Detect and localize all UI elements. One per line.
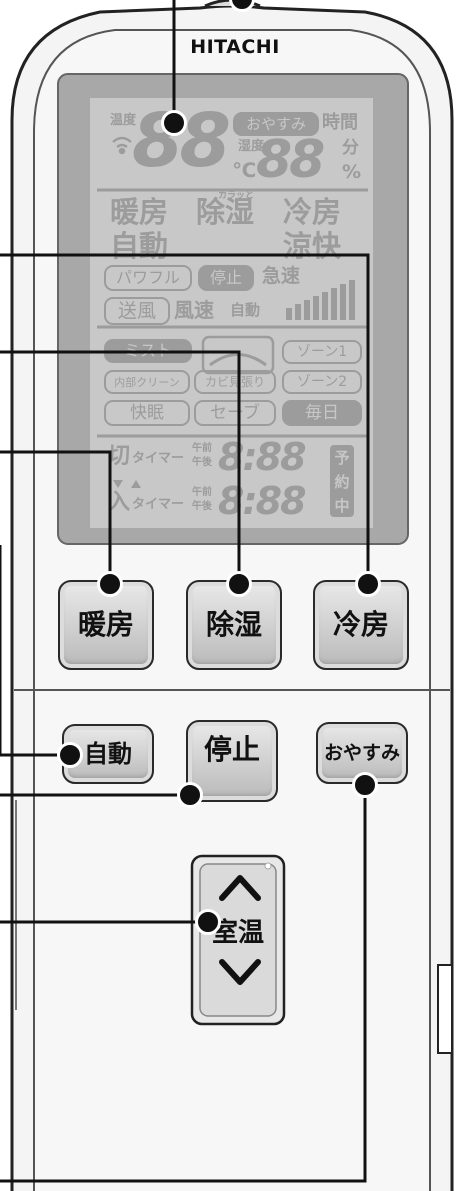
lcd-gogo-1: 午後	[192, 457, 212, 468]
lcd-percent: %	[342, 161, 362, 183]
lcd-fun: 分	[342, 138, 359, 158]
lcd-karatto: カラッと	[218, 191, 255, 201]
callout-dot-stop	[177, 782, 203, 808]
lcd-time-on-digits: 8:88	[218, 479, 307, 523]
lcd-kiri: 切	[108, 444, 131, 469]
lcd-fuusoku: 風速	[174, 298, 214, 322]
lcd-yoyaku-3: 中	[334, 496, 350, 515]
lcd-humidity-digits: 88	[256, 130, 325, 190]
lcd-jidou-small: 自動	[230, 301, 261, 319]
lcd-soufuu: 送風	[104, 297, 170, 325]
lcd-zone1: ゾーン1	[282, 340, 362, 364]
lcd-iri: 入	[108, 490, 131, 515]
lcd-mist: ミスト	[104, 339, 192, 363]
callout-dot-auto	[57, 742, 83, 768]
callout-dot-cool	[355, 571, 381, 597]
lcd-kabi-mihari: カビ見張り	[194, 370, 276, 394]
callout-dot-dehumidify	[226, 571, 252, 597]
callout-dot-heat	[97, 571, 123, 597]
lcd-timer-off: タイマー	[132, 451, 185, 466]
lcd-powerful: パワフル	[104, 265, 192, 291]
lcd-yoyaku-2: 約	[334, 472, 350, 491]
lcd-humidity-label: 湿度	[238, 139, 265, 154]
lcd-jikan: 時間	[322, 112, 358, 133]
lcd-gogo-2: 午後	[192, 501, 212, 512]
brand-logo: HITACHI	[190, 36, 280, 58]
lcd-naibu-clean: 内部クリーン	[104, 370, 190, 394]
lcd-time-off-digits: 8:88	[218, 435, 307, 479]
wifi-icon	[112, 136, 132, 155]
callout-dot-lcd-temp	[161, 110, 187, 136]
lcd-teishi: 停止	[198, 265, 254, 291]
lcd-zone2: ゾーン2	[282, 370, 362, 394]
lcd-yoyaku-1: 予	[334, 448, 350, 467]
callout-dot-oyasumi	[352, 772, 378, 798]
lcd-mode-dehumidify: 除湿	[196, 195, 255, 229]
lcd-gozen-2: 午前	[192, 487, 212, 498]
lcd-timer-on: タイマー	[132, 497, 185, 512]
lcd-mode-heat: 暖房	[110, 195, 169, 229]
lcd-temp-label: 温度	[110, 113, 137, 128]
lcd-mode-auto: 自動	[110, 229, 169, 263]
lcd-mode-ryokai: 涼快	[283, 229, 342, 263]
callout-dot-room-temp	[195, 909, 221, 935]
lcd-kaimin: 快眠	[104, 400, 190, 426]
lcd-save: セーブ	[194, 400, 276, 426]
lcd-gozen-1: 午前	[192, 443, 212, 454]
lcd-mode-cool: 冷房	[283, 195, 342, 229]
lcd-yoyaku-chu: 予 約 中	[330, 445, 354, 517]
lcd-oyasumi-badge: おやすみ	[233, 112, 319, 136]
lcd-celsius: ℃	[232, 158, 257, 182]
lcd-mainichi: 毎日	[282, 400, 362, 426]
lcd-kyusoku: 急速	[262, 265, 301, 287]
